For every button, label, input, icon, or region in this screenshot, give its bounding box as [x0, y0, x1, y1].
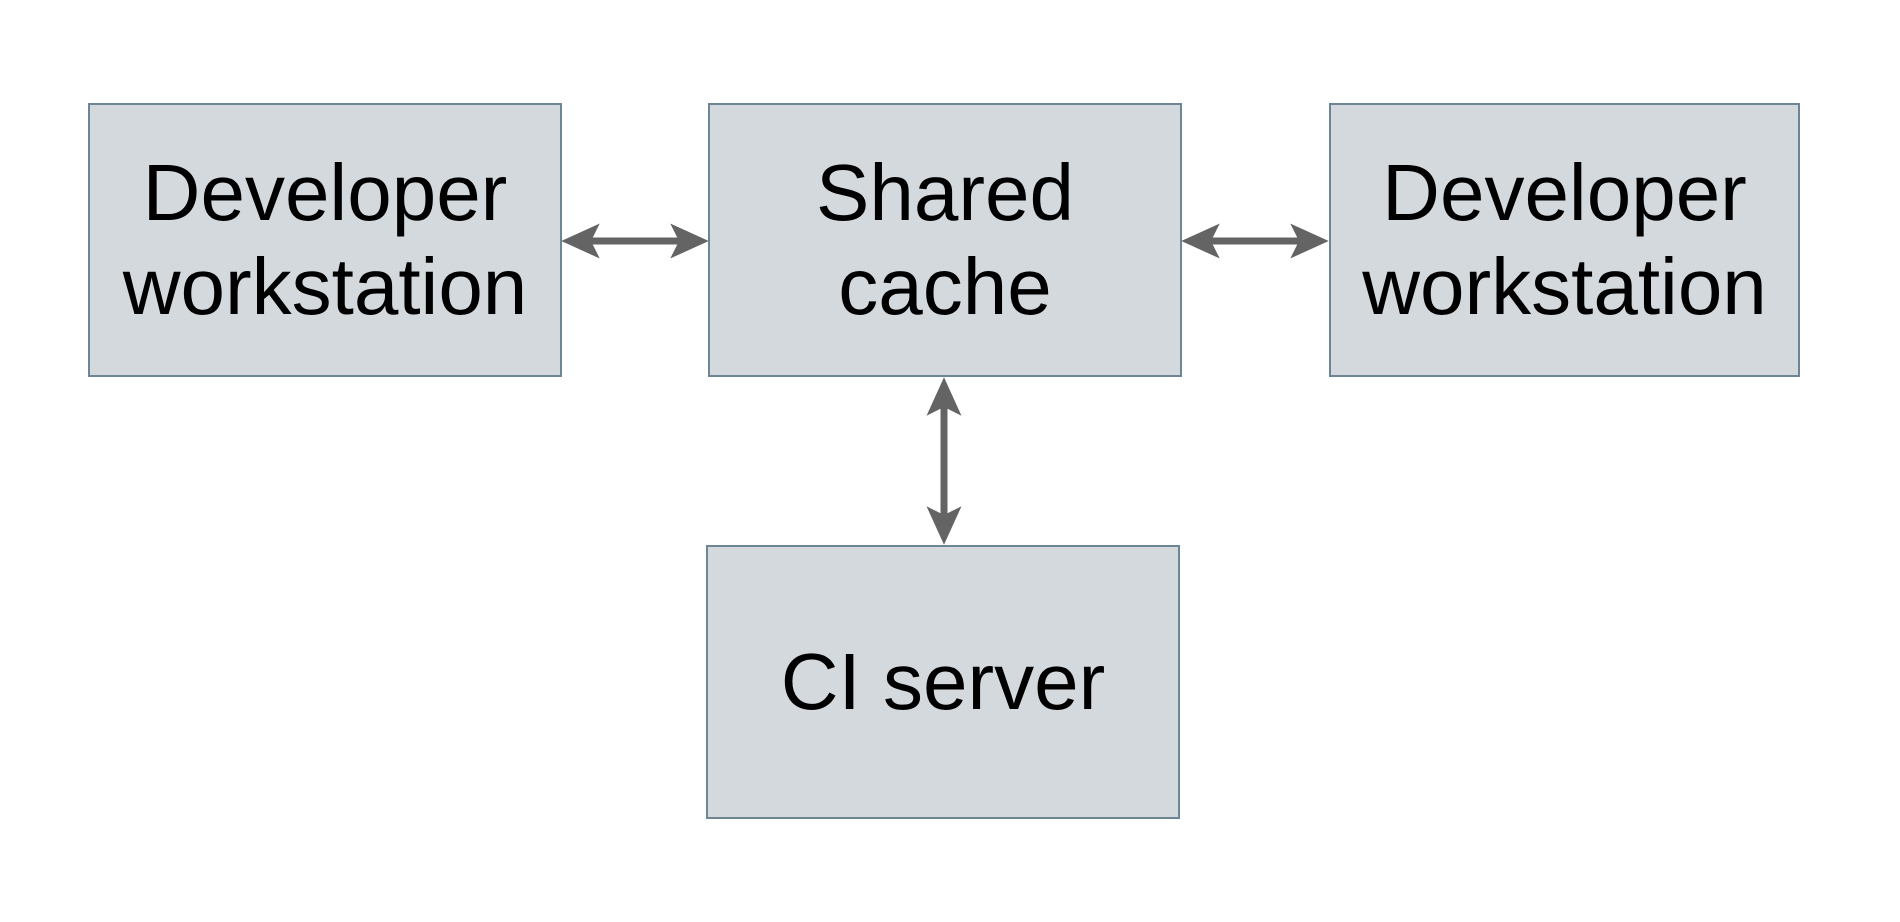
node-ci-server: CI server	[706, 545, 1180, 819]
node-label-ci-server: CI server	[780, 637, 1106, 726]
node-developer-workstation-right: Developer workstation	[1329, 103, 1800, 377]
node-shared-cache: Shared cache	[708, 103, 1182, 377]
node-label-developer-workstation-left: Developer workstation	[122, 148, 528, 331]
node-developer-workstation-left: Developer workstation	[88, 103, 562, 377]
node-label-shared-cache: Shared cache	[816, 148, 1074, 331]
node-label-developer-workstation-right: Developer workstation	[1362, 148, 1767, 331]
